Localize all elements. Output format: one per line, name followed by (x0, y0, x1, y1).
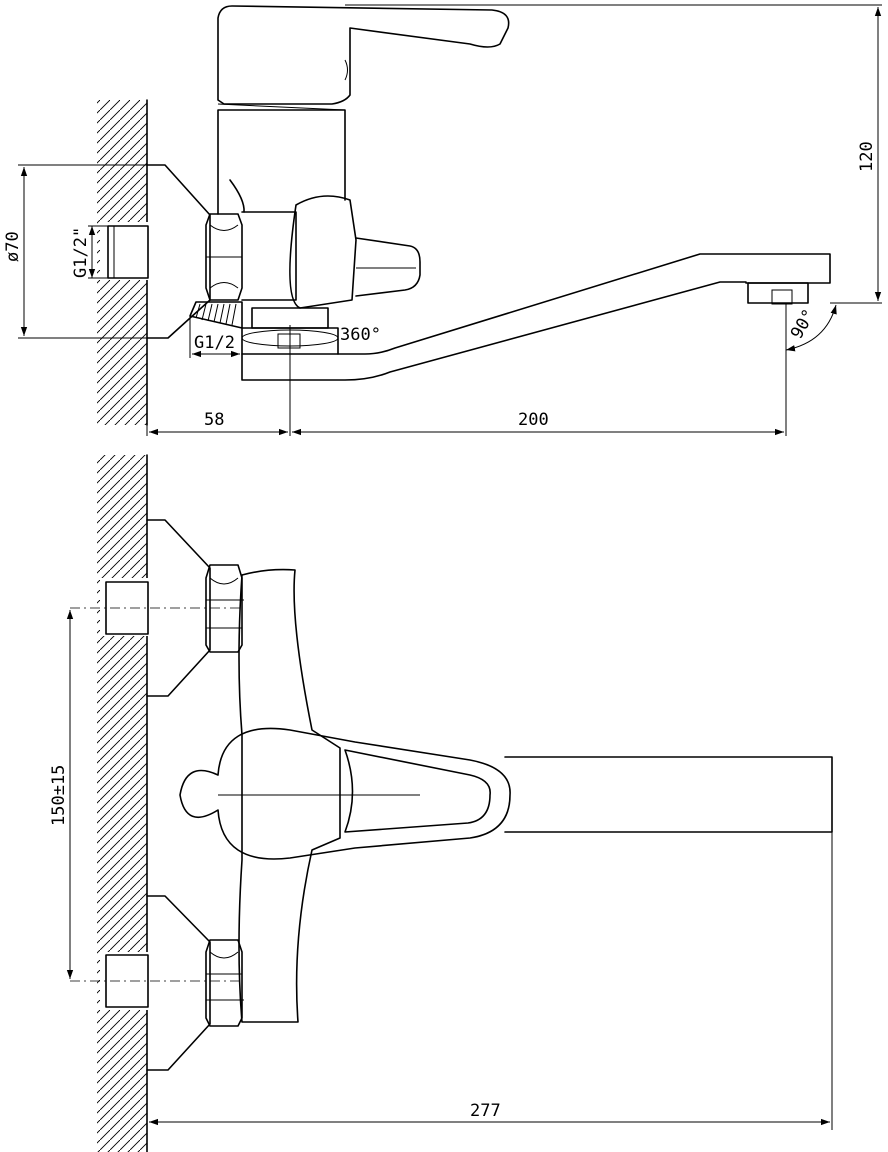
wall-pipes-top (70, 581, 240, 1008)
eccentric-flange-upper (146, 519, 211, 697)
dim-aerator-angle: 90° (785, 302, 880, 352)
wall-top (97, 454, 148, 1152)
dim-outlet-thread-label: G1/2 (194, 333, 235, 353)
dim-inlet-spacing-label: 150±15 (49, 765, 69, 826)
dim-total-reach: 277 (149, 832, 833, 1130)
dim-diameter-label: ø70 (3, 231, 23, 262)
hex-nut-upper (205, 564, 243, 653)
dim-wall-thread-label: G1/2" (71, 227, 91, 278)
dim-axis-to-outlet: 200 (518, 410, 549, 430)
dim-total-reach-label: 277 (470, 1101, 501, 1121)
hex-nut-side (205, 213, 243, 301)
dim-diameter: ø70 (3, 164, 148, 339)
mixer-body-top (238, 568, 341, 1023)
lever-handle-top (179, 727, 511, 860)
spout-top (504, 756, 833, 833)
top-view: 150±15 277 (49, 454, 833, 1152)
dim-horizontal-side: 58 200 (146, 410, 784, 436)
spout-side (241, 253, 831, 381)
dim-height-label: 120 (857, 141, 877, 172)
outlet-thread-side (189, 301, 243, 329)
hex-nut-lower (205, 939, 243, 1027)
eccentric-flange-side (146, 164, 211, 339)
dim-aerator-angle-label: 90° (787, 306, 820, 343)
wall-side (97, 99, 148, 426)
dim-outlet-thread: G1/2 (189, 316, 243, 358)
dim-swivel-angle: 360° (340, 325, 381, 345)
dim-wall-to-axis: 58 (204, 410, 224, 430)
eccentric-flange-lower (146, 895, 211, 1071)
dim-height: 120 (345, 4, 882, 304)
dim-inlet-spacing: 150±15 (49, 610, 74, 979)
dim-wall-thread: G1/2" (71, 225, 108, 279)
wall-pipe-side (107, 225, 149, 279)
mixer-body-side (217, 5, 510, 309)
side-view: ø70 G1/2" G1/2 360° 90° 120 (3, 4, 882, 436)
